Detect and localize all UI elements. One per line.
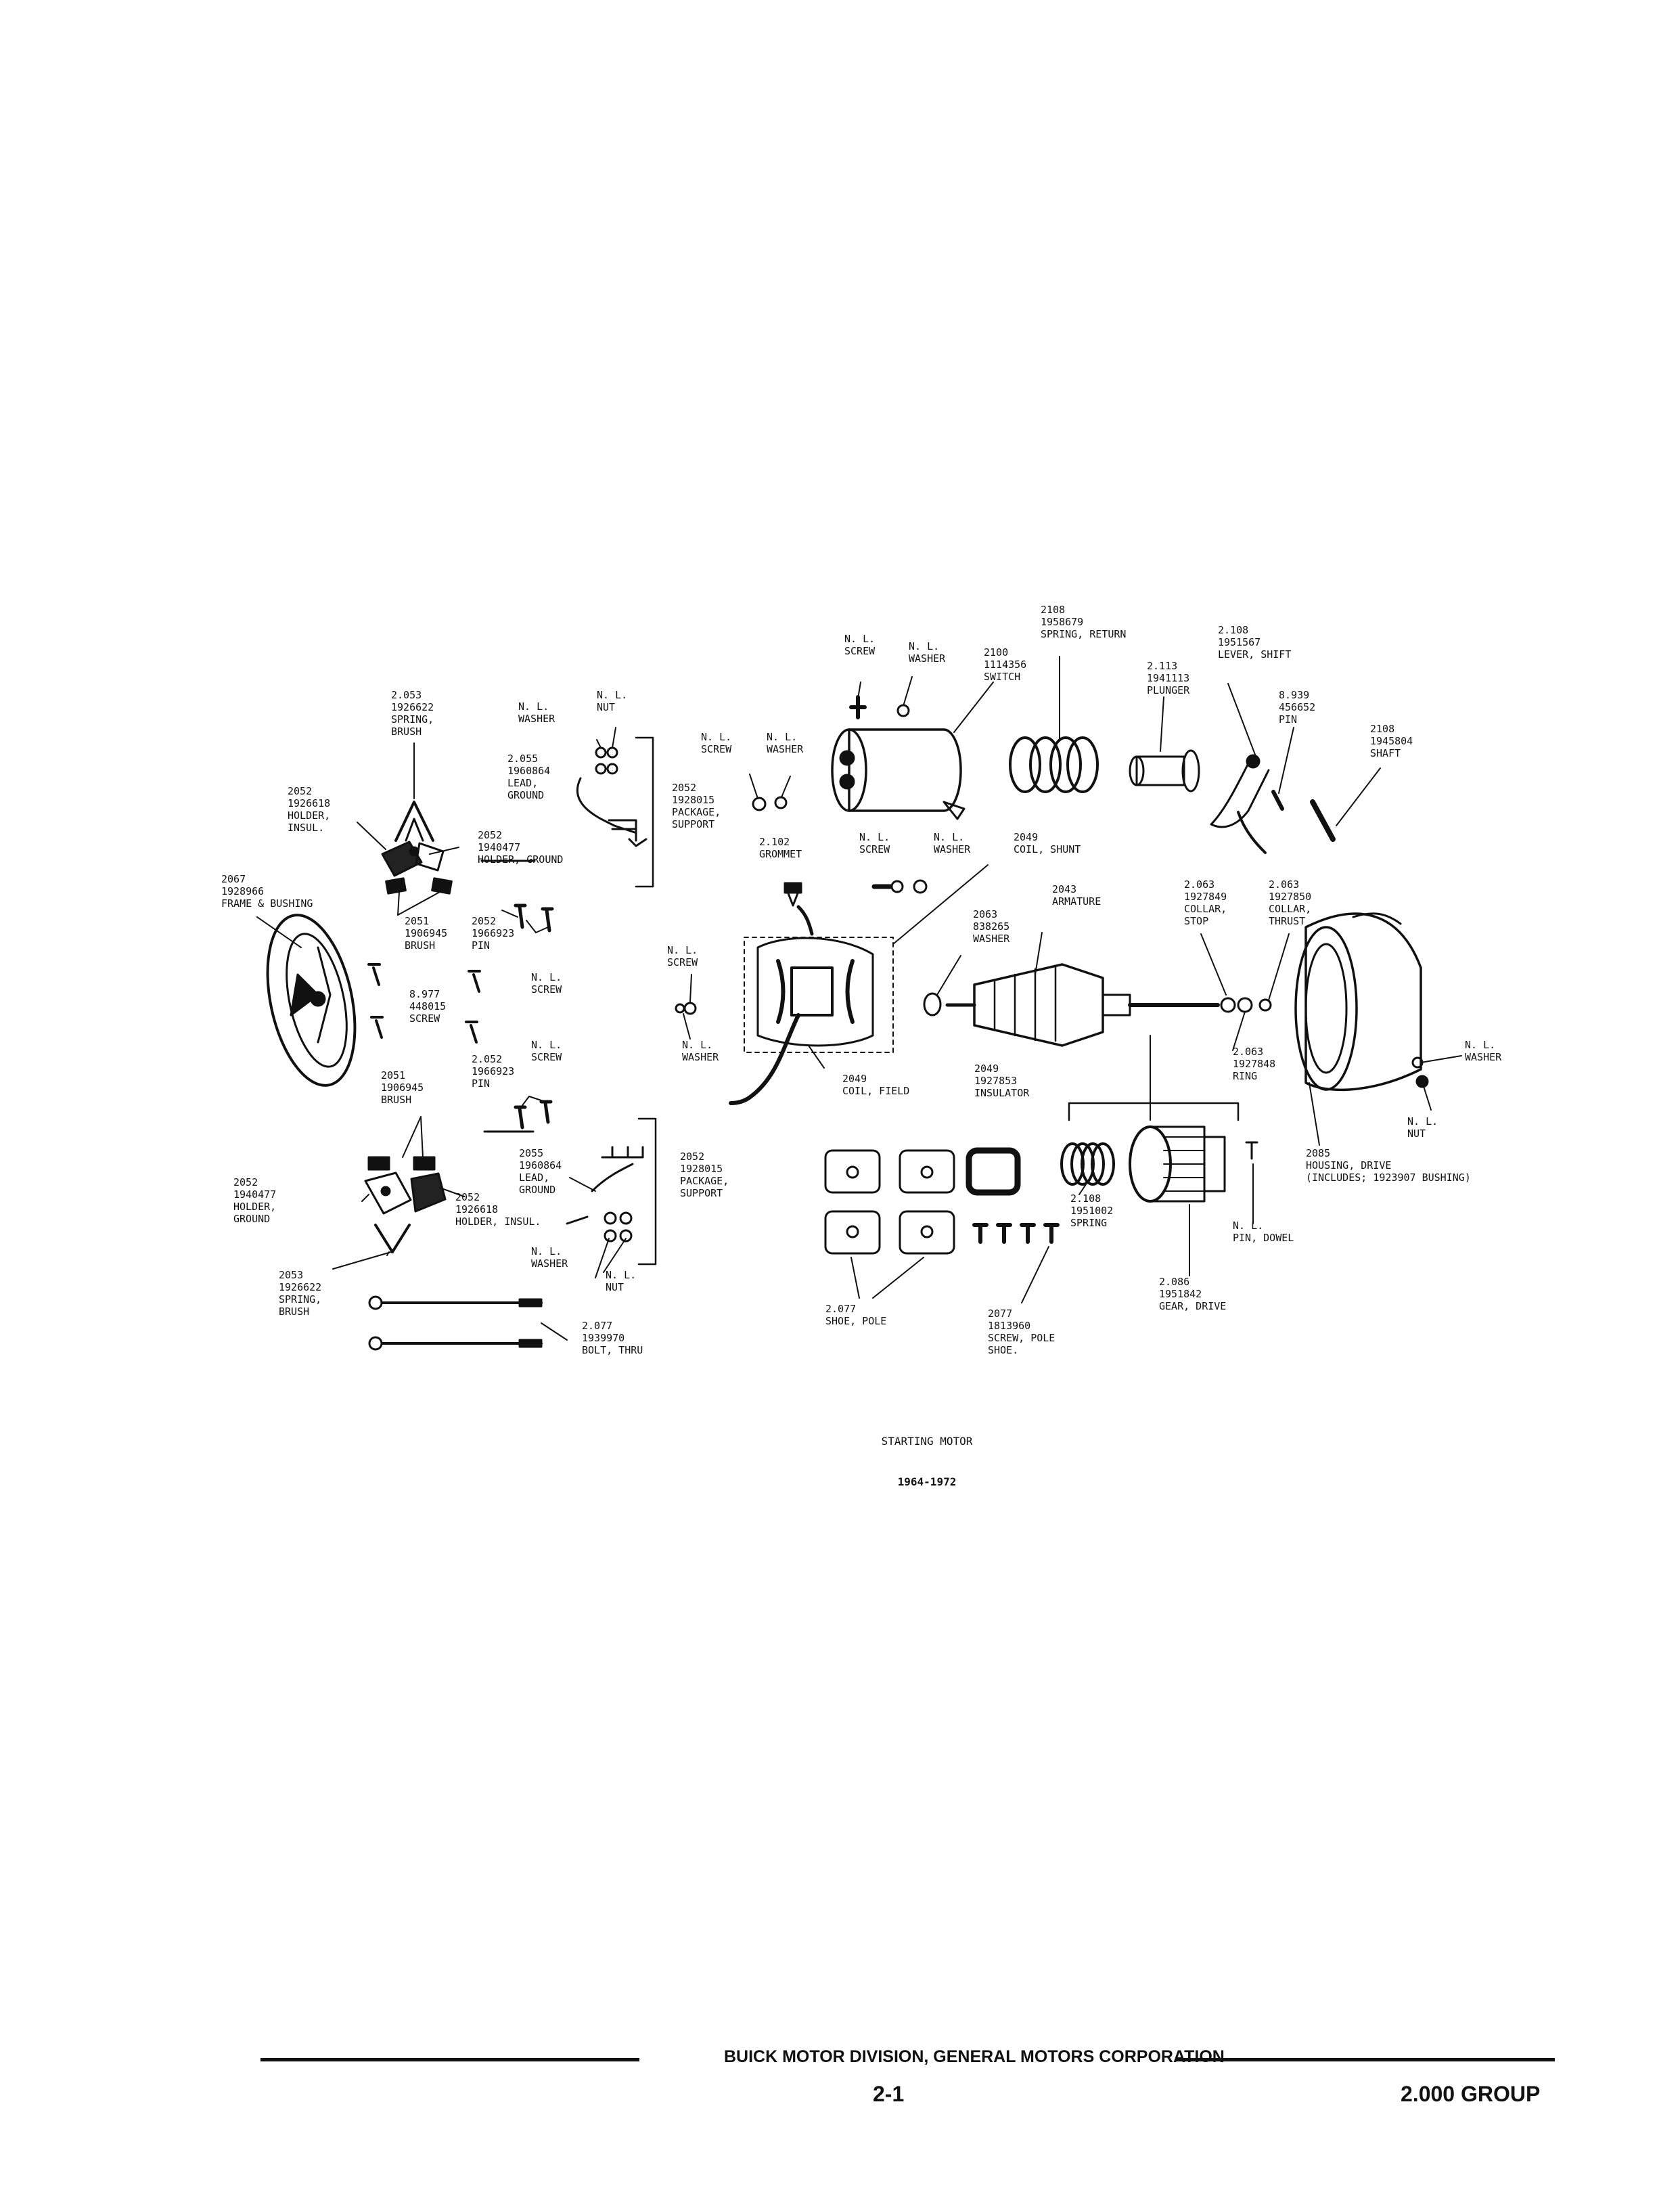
label-screw-8977: 8.977 448015 SCREW (409, 988, 447, 1025)
label-holder-insul-top: 2052 1926618 HOLDER, INSUL. (288, 785, 331, 834)
label-insulator: 2049 1927853 INSULATOR (974, 1063, 1030, 1099)
label-package-support-top: 2052 1928015 PACKAGE, SUPPORT (672, 782, 721, 830)
lead-ground-lower-part (566, 1146, 644, 1243)
label-spring-2108: 2.108 1951002 SPRING (1070, 1192, 1114, 1229)
label-armature: 2043 ARMATURE (1052, 883, 1102, 908)
label-brush-lower: 2051 1906945 BRUSH (381, 1069, 424, 1106)
label-shoe-pole: 2.077 SHOE, POLE (825, 1303, 887, 1327)
label-holder-insul-lower: 2052 1926618 HOLDER, INSUL. (455, 1191, 541, 1228)
field-frame-part (675, 905, 894, 1053)
grommet-part (784, 882, 802, 907)
label-nl-screw-top: N. L. SCREW (844, 633, 876, 657)
drive-spring-part (1060, 1142, 1115, 1186)
brush-holder-top-part (381, 841, 453, 895)
footer-page-number: 2-1 (873, 2082, 905, 2106)
bracket-package-top (635, 736, 654, 888)
label-nl-washer-housing: N. L. WASHER (1465, 1039, 1502, 1063)
pin-lower-part (483, 1100, 553, 1133)
label-nl-washer-grommet: N. L. WASHER (934, 831, 971, 855)
armature-part (923, 963, 1272, 1047)
label-washer-2063: 2063 838265 WASHER (973, 908, 1010, 945)
label-frame-bushing: 2067 1928966 FRAME & BUSHING (221, 873, 313, 910)
label-nl-washer-top: N. L. WASHER (909, 640, 946, 665)
label-spring-brush-lower: 2053 1926622 SPRING, BRUSH (279, 1269, 322, 1318)
label-lever-shift: 2.108 1951567 LEVER, SHIFT (1218, 624, 1292, 661)
label-nl-nut-housing: N. L. NUT (1407, 1115, 1438, 1140)
label-housing-drive: 2085 HOUSING, DRIVE (INCLUDES; 1923907 B… (1306, 1147, 1471, 1184)
label-nl-screw-pin: N. L. SCREW (531, 971, 562, 996)
label-pin-lower: 2.052 1966923 PIN (472, 1053, 515, 1090)
label-pin-8939: 8.939 456652 PIN (1279, 689, 1316, 725)
brush-spring-lower-part (374, 1224, 411, 1253)
label-screw-pole-shoe: 2077 1813960 SCREW, POLE SHOE. (988, 1308, 1055, 1356)
brush-holder-lower-part (364, 1171, 447, 1215)
label-gear-drive: 2.086 1951842 GEAR, DRIVE (1159, 1276, 1227, 1312)
label-grommet: 2.102 GROMMET (759, 836, 802, 860)
shift-lever-part (1210, 754, 1284, 854)
insulator-part (966, 1147, 1021, 1196)
label-lead-ground-lower: 2055 1960864 LEAD, GROUND (519, 1147, 562, 1196)
lead-ground-top-part (576, 746, 648, 847)
label-collar-thrust: 2.063 1927850 COLLAR, THRUST (1269, 878, 1312, 927)
switch-solenoid-part (831, 728, 966, 820)
label-spring-return: 2108 1958679 SPRING, RETURN (1041, 604, 1127, 640)
housing-washer-nut-part (1411, 1056, 1429, 1088)
label-nl-nut-left-top: N. L. NUT (597, 689, 628, 713)
footer-rule-left (260, 2058, 639, 2061)
label-pin-top: 2052 1966923 PIN (472, 915, 515, 952)
caption-years: 1964-1972 (897, 1475, 957, 1488)
footer-company: BUICK MOTOR DIVISION, GENERAL MOTORS COR… (724, 2047, 1225, 2066)
label-nl-washer-field: N. L. WASHER (682, 1039, 719, 1063)
label-coil-field: 2049 COIL, FIELD (842, 1073, 910, 1097)
label-nl-washer-mid: N. L. WASHER (767, 731, 804, 755)
label-nl-screw-mid: N. L. SCREW (701, 731, 732, 755)
pole-shoe-part (824, 1149, 955, 1255)
frame-bushing-part (266, 914, 357, 1087)
bracket-package-lower (637, 1117, 657, 1266)
brush-lower-part (367, 1156, 436, 1171)
label-coil-shunt: 2049 COIL, SHUNT (1014, 831, 1081, 855)
return-spring-part (1009, 736, 1099, 793)
drive-gear-part (1129, 1125, 1226, 1203)
grommet-screw-part (871, 879, 928, 894)
label-brush-top: 2051 1906945 BRUSH (405, 915, 448, 952)
leader-lines (256, 656, 1462, 1341)
screw-8977-part (367, 963, 481, 1044)
label-plunger: 2.113 1941113 PLUNGER (1147, 660, 1190, 696)
label-pin-dowel: N. L. PIN, DOWEL (1233, 1220, 1294, 1244)
label-nl-screw-grommet: N. L. SCREW (859, 831, 890, 855)
brush-spring-top-part (394, 801, 434, 842)
bracket-drive (1068, 1102, 1240, 1121)
label-spring-brush-top: 2.053 1926622 SPRING, BRUSH (391, 689, 434, 738)
label-ring: 2.063 1927848 RING (1233, 1046, 1276, 1082)
field-coil-lead-part (729, 1013, 800, 1105)
footer-group: 2.000 GROUP (1401, 2082, 1541, 2106)
label-nl-washer-lower: N. L. WASHER (531, 1245, 568, 1270)
shaft-part (1310, 799, 1336, 842)
plunger-part (1129, 749, 1200, 792)
pin-top-part (480, 859, 554, 933)
diagram-caption: STARTING MOTOR 1964-1972 (832, 1408, 1022, 1516)
thru-bolt-part (368, 1295, 543, 1351)
label-nl-nut-lower: N. L. NUT (606, 1269, 637, 1293)
housing-drive-part (1294, 912, 1422, 1092)
label-holder-ground-lower: 2052 1940477 HOLDER, GROUND (233, 1176, 277, 1225)
switch-screw-part (752, 695, 910, 811)
label-shaft: 2108 1945804 SHAFT (1370, 723, 1413, 759)
caption-title: STARTING MOTOR (881, 1435, 973, 1448)
label-nl-washer-left-top: N. L. WASHER (518, 700, 555, 725)
label-switch: 2100 1114356 SWITCH (984, 646, 1027, 683)
footer-rule-right (1176, 2058, 1555, 2061)
label-holder-ground-top: 2052 1940477 HOLDER, GROUND (478, 829, 564, 866)
label-collar-stop: 2.063 1927849 COLLAR, STOP (1184, 878, 1227, 927)
label-bolt-thru: 2.077 1939970 BOLT, THRU (582, 1320, 643, 1356)
label-nl-screw-topleft: N. L. SCREW (667, 944, 698, 968)
label-lead-ground-top: 2.055 1960864 LEAD, GROUND (507, 753, 551, 801)
pole-shoe-screw-part (972, 1223, 1060, 1244)
dowel-pin-part (1245, 1141, 1258, 1160)
label-nl-screw-lower: N. L. SCREW (531, 1039, 562, 1063)
label-package-support-lower: 2052 1928015 PACKAGE, SUPPORT (680, 1151, 729, 1199)
